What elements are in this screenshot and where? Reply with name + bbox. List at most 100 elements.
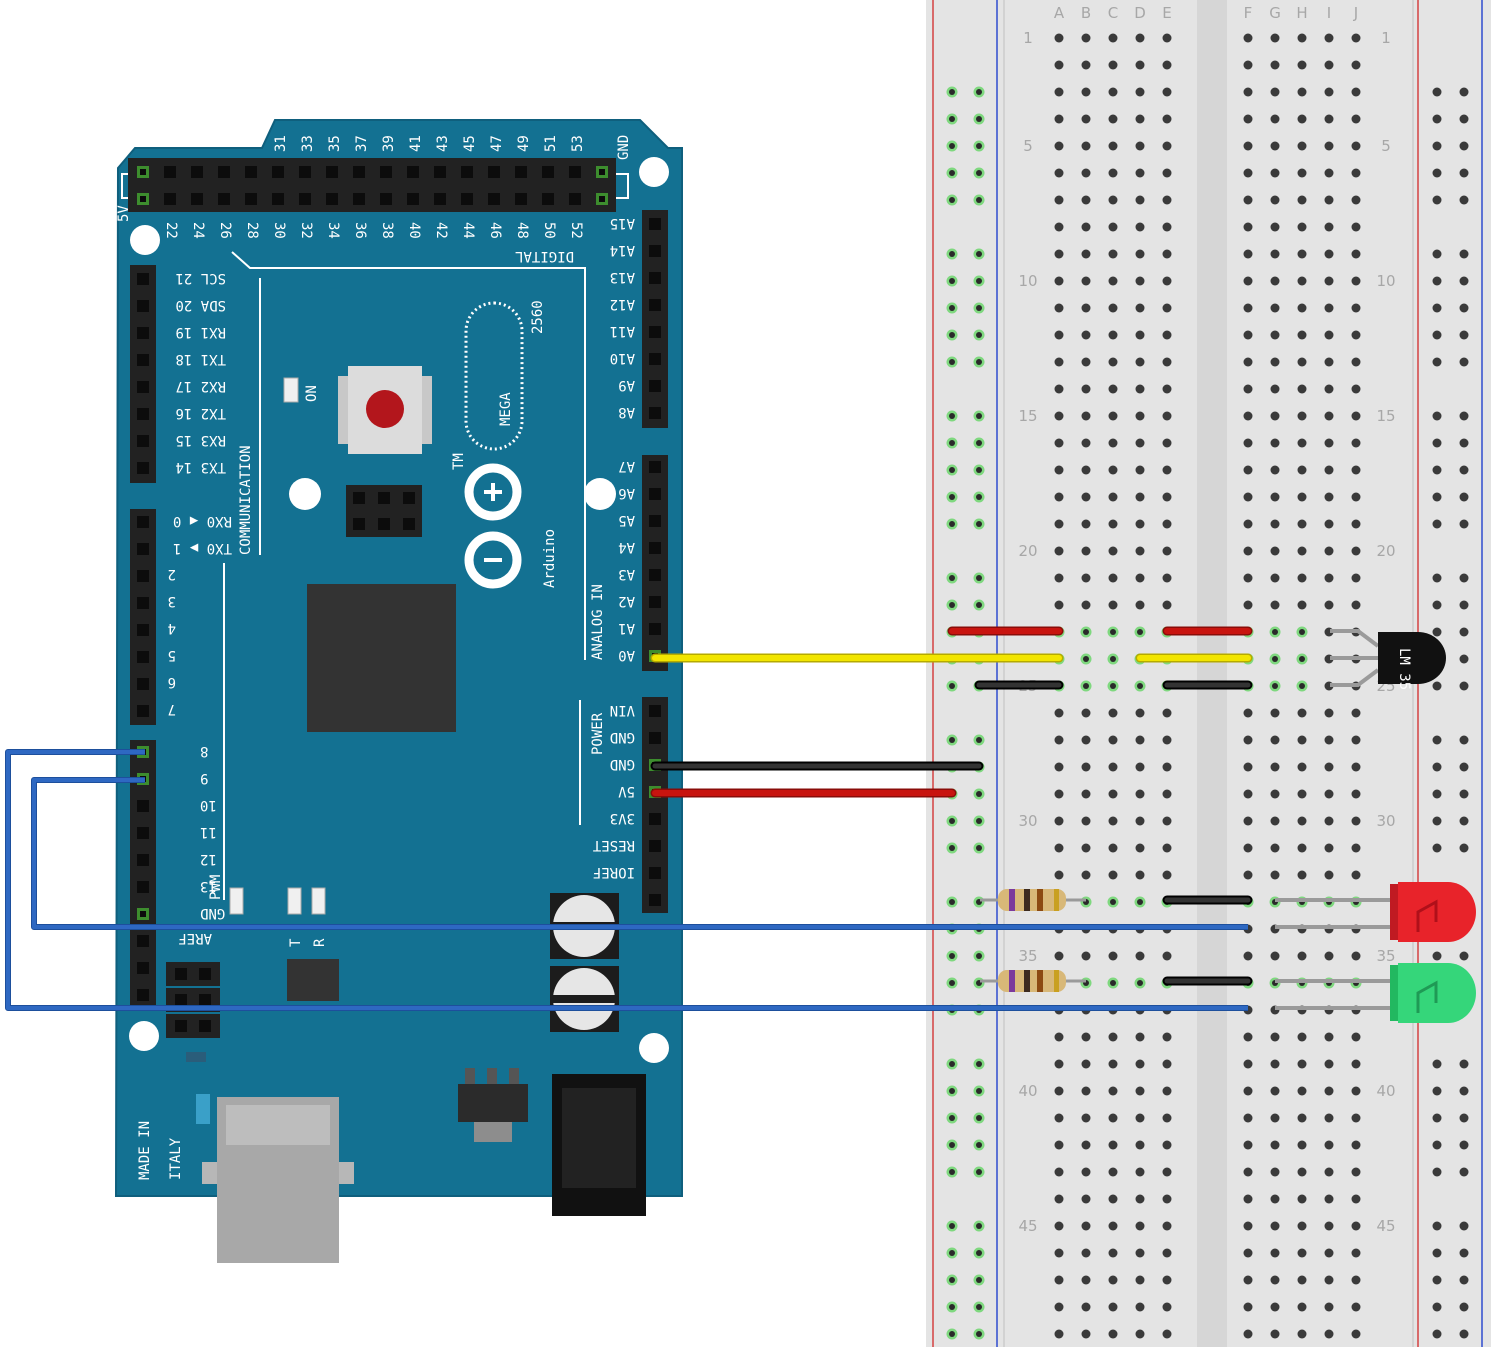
breadboard-hole[interactable] [1081, 1140, 1091, 1150]
breadboard-hole[interactable] [1054, 249, 1064, 259]
breadboard-hole[interactable] [1297, 60, 1307, 70]
breadboard-hole[interactable] [1324, 1275, 1334, 1285]
header-pin[interactable] [649, 299, 661, 311]
breadboard-hole[interactable] [1351, 1248, 1361, 1258]
rail-hole[interactable] [1459, 141, 1469, 151]
breadboard-hole[interactable] [1135, 1275, 1145, 1285]
header-pin[interactable] [649, 515, 661, 527]
breadboard-hole[interactable] [1081, 546, 1091, 556]
breadboard-hole[interactable] [1297, 1113, 1307, 1123]
rail-hole[interactable] [1432, 1275, 1442, 1285]
rail-hole[interactable] [1459, 816, 1469, 826]
breadboard-hole[interactable] [1081, 1086, 1091, 1096]
breadboard-hole[interactable] [1324, 1167, 1334, 1177]
breadboard-hole[interactable] [1108, 546, 1118, 556]
breadboard-hole[interactable] [1324, 573, 1334, 583]
breadboard-hole[interactable] [1243, 519, 1253, 529]
breadboard-hole[interactable] [1351, 708, 1361, 718]
header-pin[interactable] [137, 624, 149, 636]
rail-hole[interactable] [1432, 735, 1442, 745]
breadboard-hole[interactable] [1243, 816, 1253, 826]
breadboard-hole[interactable] [1162, 411, 1172, 421]
breadboard-hole[interactable] [1135, 1221, 1145, 1231]
breadboard-hole[interactable] [1243, 600, 1253, 610]
breadboard-hole[interactable] [1351, 843, 1361, 853]
breadboard-hole[interactable] [1270, 735, 1280, 745]
rail-hole[interactable] [1432, 1140, 1442, 1150]
rail-hole[interactable] [1432, 195, 1442, 205]
breadboard-hole[interactable] [1108, 1329, 1118, 1339]
breadboard-hole[interactable] [1162, 519, 1172, 529]
breadboard-hole[interactable] [1081, 1302, 1091, 1312]
breadboard-hole[interactable] [1297, 870, 1307, 880]
breadboard-hole[interactable] [1162, 222, 1172, 232]
breadboard-hole[interactable] [1054, 1113, 1064, 1123]
breadboard-hole[interactable] [1351, 1086, 1361, 1096]
header-pin[interactable] [649, 840, 661, 852]
breadboard-hole[interactable] [1054, 816, 1064, 826]
breadboard-hole[interactable] [1135, 411, 1145, 421]
breadboard-hole[interactable] [1243, 1275, 1253, 1285]
rail-hole[interactable] [1432, 114, 1442, 124]
breadboard-hole[interactable] [1351, 951, 1361, 961]
breadboard-hole[interactable] [1324, 114, 1334, 124]
rail-hole[interactable] [1459, 411, 1469, 421]
rail-hole[interactable] [1432, 1221, 1442, 1231]
rail-hole[interactable] [1459, 951, 1469, 961]
breadboard-hole[interactable] [1108, 1302, 1118, 1312]
breadboard-hole[interactable] [1243, 60, 1253, 70]
breadboard-hole[interactable] [1324, 87, 1334, 97]
breadboard-hole[interactable] [1270, 33, 1280, 43]
breadboard-hole[interactable] [1324, 546, 1334, 556]
breadboard-hole[interactable] [1135, 357, 1145, 367]
breadboard-hole[interactable] [1324, 357, 1334, 367]
breadboard-hole[interactable] [1351, 1329, 1361, 1339]
rail-hole[interactable] [1459, 87, 1469, 97]
breadboard-hole[interactable] [1297, 573, 1307, 583]
breadboard-hole[interactable] [1162, 573, 1172, 583]
breadboard-hole[interactable] [1135, 1113, 1145, 1123]
rail-hole[interactable] [1432, 330, 1442, 340]
breadboard-hole[interactable] [1135, 1059, 1145, 1069]
breadboard-hole[interactable] [1081, 1032, 1091, 1042]
breadboard-hole[interactable] [1054, 303, 1064, 313]
breadboard-hole[interactable] [1108, 357, 1118, 367]
breadboard-hole[interactable] [1324, 60, 1334, 70]
breadboard-hole[interactable] [1162, 1086, 1172, 1096]
breadboard-hole[interactable] [1297, 303, 1307, 313]
rail-hole[interactable] [1459, 789, 1469, 799]
breadboard-hole[interactable] [1243, 114, 1253, 124]
breadboard-hole[interactable] [1324, 735, 1334, 745]
header-pin[interactable] [542, 166, 554, 178]
breadboard-hole[interactable] [1162, 708, 1172, 718]
header-pin[interactable] [137, 881, 149, 893]
breadboard-hole[interactable] [1324, 1032, 1334, 1042]
breadboard-hole[interactable] [1162, 951, 1172, 961]
header-pin[interactable] [649, 272, 661, 284]
breadboard-hole[interactable] [1297, 843, 1307, 853]
breadboard-hole[interactable] [1270, 492, 1280, 502]
breadboard-hole[interactable] [1324, 303, 1334, 313]
breadboard-hole[interactable] [1162, 546, 1172, 556]
header-pin[interactable] [137, 827, 149, 839]
rail-hole[interactable] [1459, 465, 1469, 475]
breadboard-hole[interactable] [1243, 1086, 1253, 1096]
header-pin[interactable] [191, 166, 203, 178]
breadboard-hole[interactable] [1108, 843, 1118, 853]
breadboard-hole[interactable] [1324, 600, 1334, 610]
rail-hole[interactable] [1432, 1113, 1442, 1123]
breadboard-hole[interactable] [1351, 1059, 1361, 1069]
header-pin[interactable] [649, 867, 661, 879]
breadboard-hole[interactable] [1243, 330, 1253, 340]
rail-hole[interactable] [1432, 168, 1442, 178]
breadboard-hole[interactable] [1162, 600, 1172, 610]
breadboard-hole[interactable] [1243, 492, 1253, 502]
breadboard-hole[interactable] [1108, 573, 1118, 583]
header-pin[interactable] [199, 1020, 211, 1032]
breadboard-hole[interactable] [1135, 87, 1145, 97]
breadboard-hole[interactable] [1135, 1329, 1145, 1339]
breadboard-hole[interactable] [1054, 735, 1064, 745]
rail-hole[interactable] [1459, 195, 1469, 205]
rail-hole[interactable] [1432, 465, 1442, 475]
breadboard-hole[interactable] [1297, 1059, 1307, 1069]
